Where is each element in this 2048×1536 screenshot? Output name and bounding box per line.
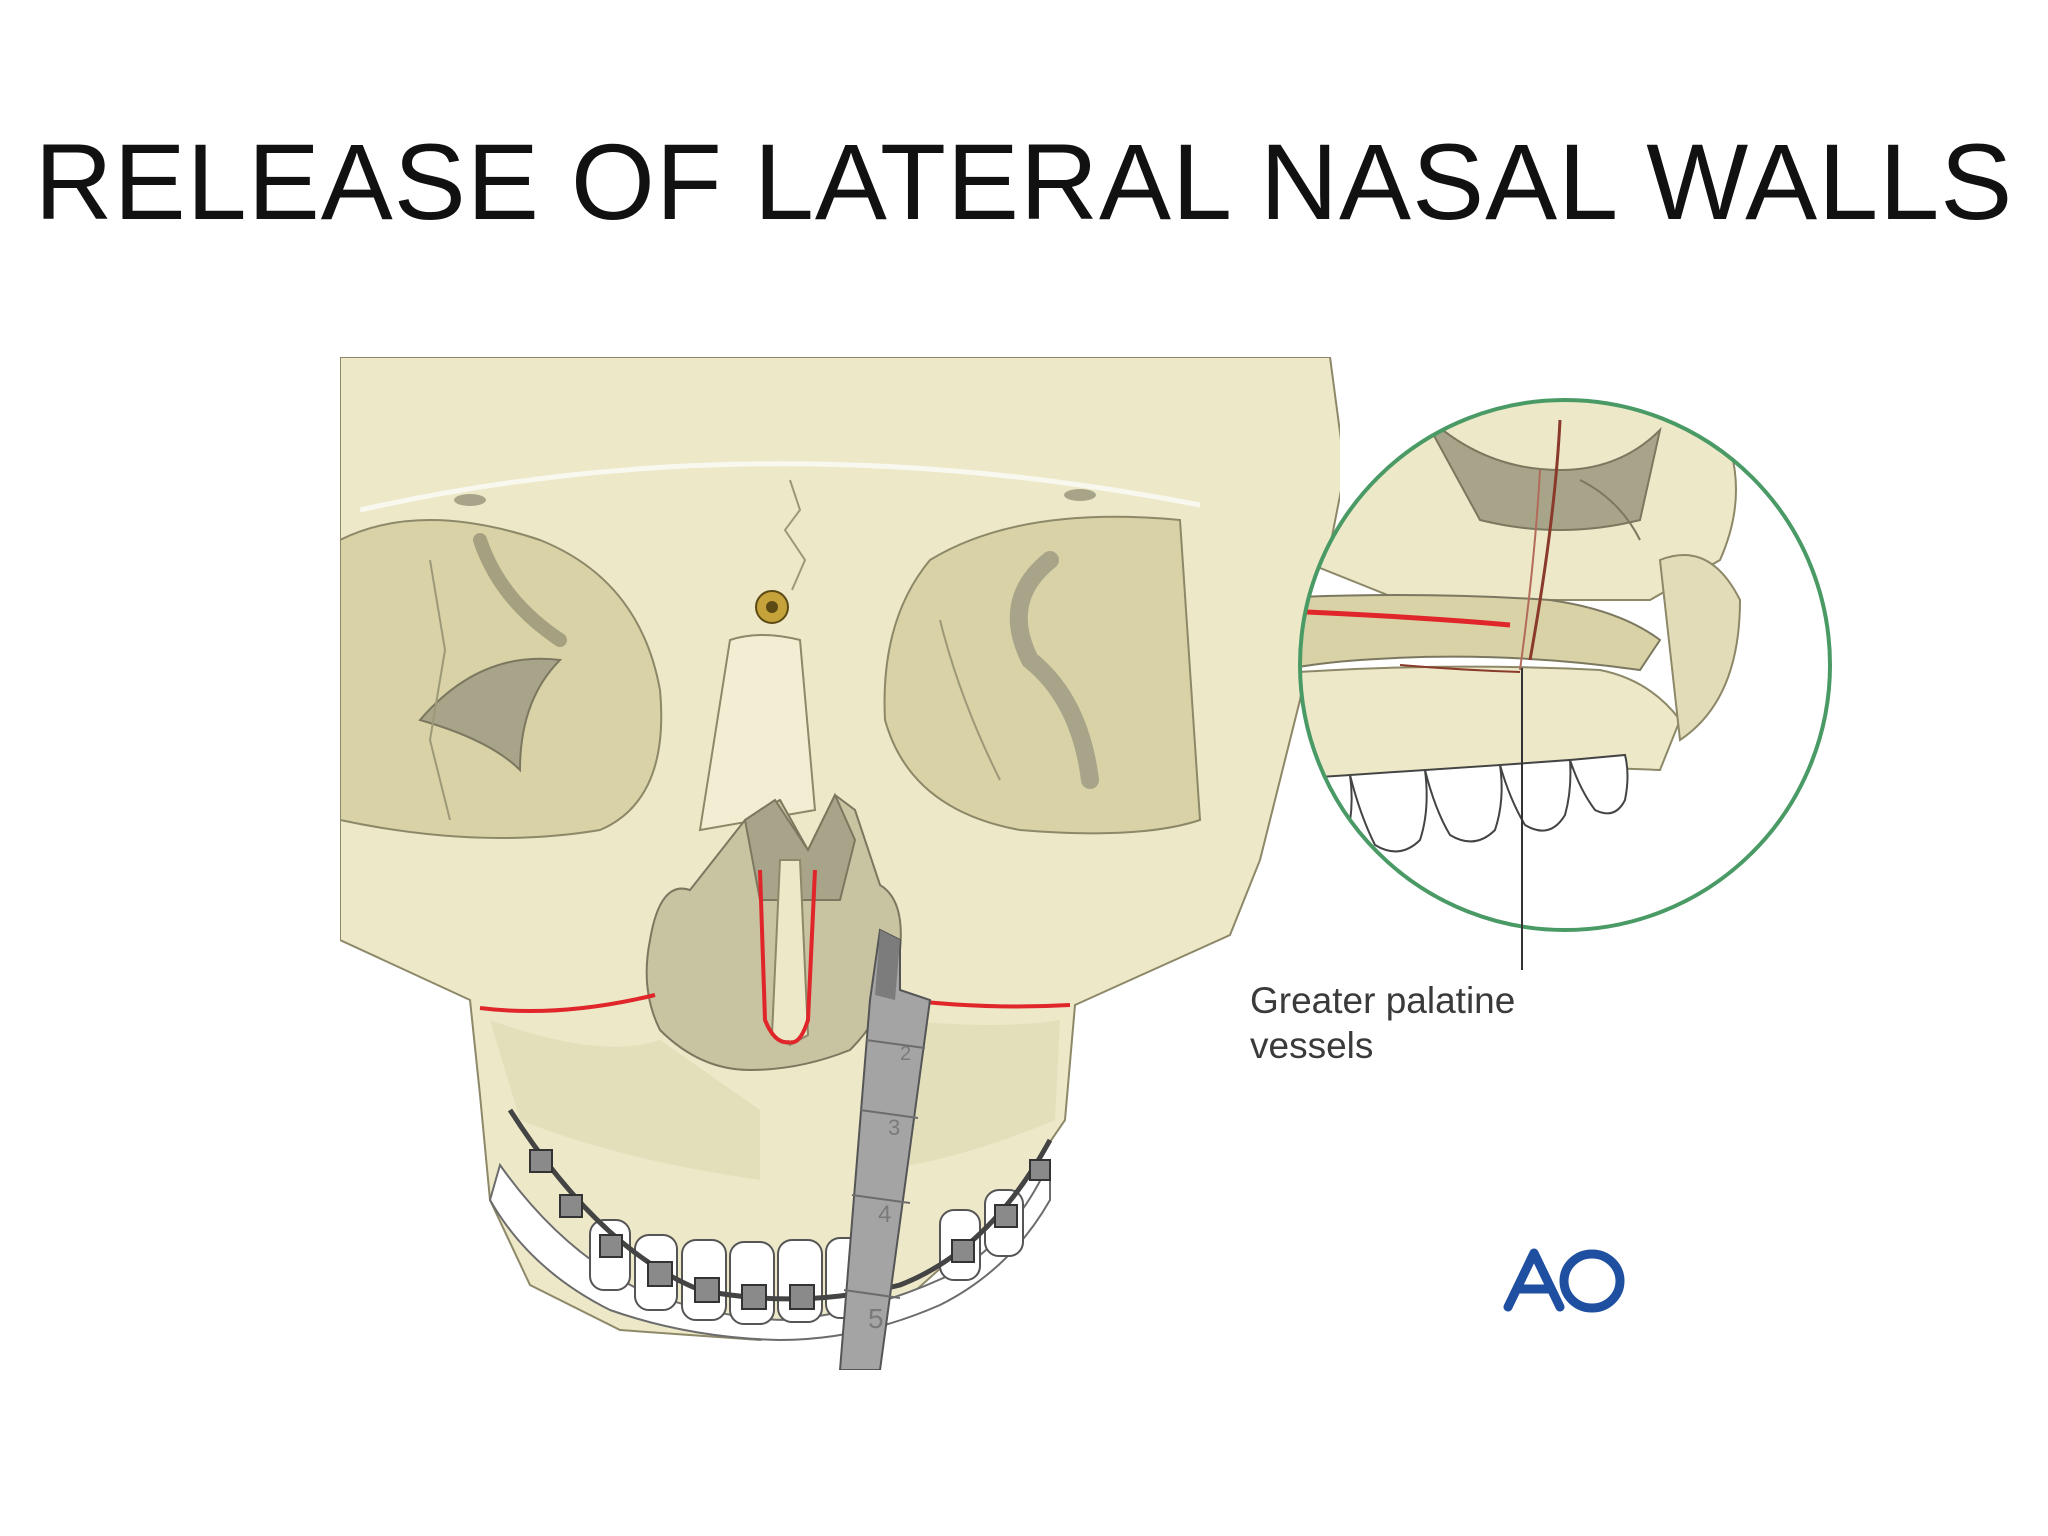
slide-title: RELEASE OF LATERAL NASAL WALLS: [34, 121, 2014, 242]
inset-view: [1298, 398, 1832, 932]
nasal-bones: [698, 634, 817, 832]
ruler-mark-4: 4: [878, 1201, 891, 1228]
greater-palatine-vessels-label: Greater palatine vessels: [1250, 978, 1515, 1068]
ruler-mark-2: 2: [900, 1043, 911, 1065]
ruler-mark-5: 5: [868, 1303, 884, 1334]
ruler-mark-3: 3: [888, 1115, 900, 1140]
inset-border: [1298, 398, 1832, 932]
callout-label-line-2: vessels: [1250, 1025, 1374, 1066]
callout-label-line-1: Greater palatine: [1250, 980, 1516, 1021]
osteotomy-line-right: [479, 993, 656, 1014]
ao-logo: [1503, 1248, 1625, 1313]
skull: 2 3 4 5: [340, 357, 1340, 1370]
osteotome-instrument: 2 3 4 5: [838, 928, 932, 1370]
